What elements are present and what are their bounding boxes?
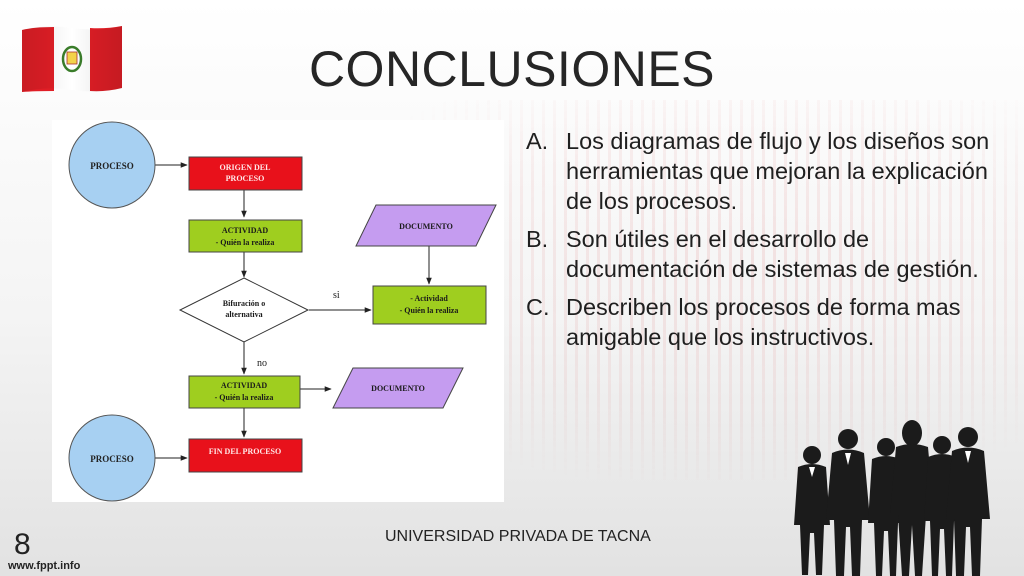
conclusion-text: Los diagramas de flujo y los diseños son…	[566, 128, 990, 214]
connector-lines	[155, 162, 432, 461]
flowchart-diagram: PROCESO ORIGEN DEL PROCESO ACTIVIDAD - Q…	[52, 120, 504, 502]
document-parallelogram-1: DOCUMENTO	[355, 204, 497, 247]
business-people-silhouette-icon	[794, 420, 990, 576]
conclusion-item: B. Son útiles en el desarrollo de docume…	[526, 224, 1006, 284]
start-process-label: PROCESO	[90, 161, 134, 171]
activity-yes-line2: - Quién la realiza	[400, 306, 459, 315]
conclusion-text: Describen los procesos de forma mas amig…	[566, 294, 961, 350]
end-process-label: PROCESO	[90, 454, 134, 464]
start-process-circle: PROCESO	[68, 121, 156, 209]
activity-1-line2: - Quién la realiza	[216, 238, 275, 247]
decision-label-line1: Bifuración o	[223, 299, 265, 308]
activity-1-line1: ACTIVIDAD	[222, 226, 268, 235]
activity-2-line2: - Quién la realiza	[215, 393, 274, 402]
document-2-label: DOCUMENTO	[371, 384, 425, 393]
activity-yes-line1: - Actividad	[410, 294, 448, 303]
activity-box-2: ACTIVIDAD - Quién la realiza	[188, 375, 301, 409]
site-watermark: www.fppt.info	[8, 560, 81, 572]
activity-box-1: ACTIVIDAD - Quién la realiza	[188, 219, 303, 253]
decision-label-line2: alternativa	[225, 310, 262, 319]
document-1-label: DOCUMENTO	[399, 222, 453, 231]
origin-box: ORIGEN DEL PROCESO	[188, 156, 303, 191]
origin-label-line1: ORIGEN DEL	[220, 163, 271, 172]
origin-label-line2: PROCESO	[226, 174, 265, 183]
activity-yes-box: - Actividad - Quién la realiza	[372, 285, 487, 325]
end-box: FIN DEL PROCESO	[188, 438, 303, 473]
conclusion-marker: A.	[526, 128, 549, 154]
footer-text: UNIVERSIDAD PRIVADA DE TACNA	[385, 528, 651, 545]
conclusion-item: A. Los diagramas de flujo y los diseños …	[526, 126, 1006, 216]
conclusions-list: A. Los diagramas de flujo y los diseños …	[526, 126, 1006, 360]
conclusion-item: C. Describen los procesos de forma mas a…	[526, 292, 1006, 352]
page-number: 8	[14, 528, 31, 561]
slide-title: CONCLUSIONES	[308, 41, 716, 97]
conclusion-text: Son útiles en el desarrollo de documenta…	[566, 226, 979, 282]
branch-yes-label: si	[333, 290, 340, 301]
peru-flag-icon	[22, 26, 122, 92]
conclusion-marker: B.	[526, 226, 549, 252]
branch-no-label: no	[257, 358, 267, 369]
decision-diamond: Bifuración o alternativa	[178, 277, 310, 343]
end-box-label: FIN DEL PROCESO	[209, 447, 281, 456]
document-parallelogram-2: DOCUMENTO	[332, 367, 464, 409]
end-process-circle: PROCESO	[68, 414, 156, 502]
activity-2-line1: ACTIVIDAD	[221, 381, 267, 390]
conclusion-marker: C.	[526, 294, 550, 320]
